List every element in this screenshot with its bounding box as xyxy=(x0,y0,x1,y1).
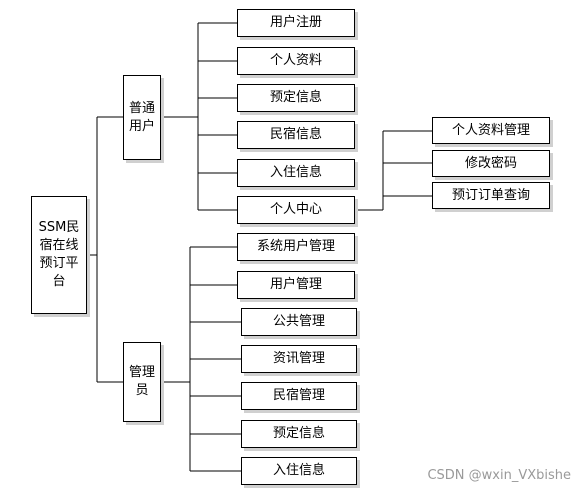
user-item: 入住信息 xyxy=(237,159,355,187)
admin-item-label: 民宿管理 xyxy=(272,388,325,403)
sub-item-label: 修改密码 xyxy=(464,155,517,171)
user-item-label: 入住信息 xyxy=(269,165,322,180)
user-item-label: 民宿信息 xyxy=(269,127,322,142)
watermark: CSDN @wxin_VXbishe xyxy=(427,468,571,483)
sub-item: 修改密码 xyxy=(432,150,550,177)
user-item: 个人资料 xyxy=(237,47,355,75)
admin-item: 资讯管理 xyxy=(241,345,357,373)
branch-user: 普通用户 xyxy=(123,75,161,160)
admin-item-label: 用户管理 xyxy=(269,277,322,292)
branch-admin-label: 管理员 xyxy=(128,365,155,398)
root-label: SSM民宿在线预订平台 xyxy=(38,220,80,289)
user-item: 用户注册 xyxy=(237,9,355,37)
admin-item: 公共管理 xyxy=(241,308,357,336)
admin-item-label: 入住信息 xyxy=(272,463,325,478)
admin-item-label: 系统用户管理 xyxy=(256,239,335,254)
user-item-label: 预定信息 xyxy=(269,90,322,105)
sub-item-label: 预订订单查询 xyxy=(451,187,530,203)
user-item-label: 个人中心 xyxy=(269,202,322,217)
root-node: SSM民宿在线预订平台 xyxy=(31,196,87,314)
admin-item-label: 预定信息 xyxy=(272,426,325,441)
sub-item: 预订订单查询 xyxy=(432,182,550,209)
user-item: 预定信息 xyxy=(237,84,355,112)
user-item-label: 用户注册 xyxy=(269,15,322,30)
user-item-label: 个人资料 xyxy=(269,53,322,68)
admin-item: 预定信息 xyxy=(241,420,357,448)
admin-item: 用户管理 xyxy=(237,271,355,299)
user-item-personal-center: 个人中心 xyxy=(237,196,355,224)
sub-item: 个人资料管理 xyxy=(432,117,550,144)
admin-item-label: 资讯管理 xyxy=(272,351,325,366)
branch-user-label: 普通用户 xyxy=(128,100,155,134)
admin-item: 民宿管理 xyxy=(241,382,357,410)
admin-item-label: 公共管理 xyxy=(272,314,325,329)
admin-item: 系统用户管理 xyxy=(237,233,355,261)
admin-item: 入住信息 xyxy=(241,457,357,485)
branch-admin: 管理员 xyxy=(123,342,161,422)
sub-item-label: 个人资料管理 xyxy=(451,122,530,138)
user-item: 民宿信息 xyxy=(237,121,355,149)
